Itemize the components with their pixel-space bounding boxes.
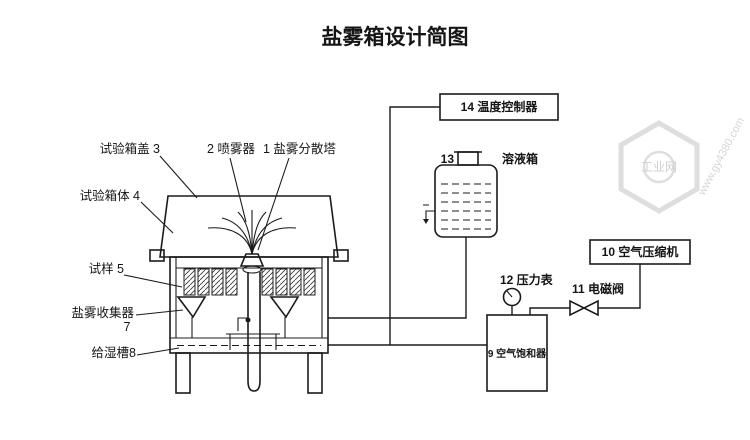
solution-tank-number: 13 bbox=[441, 152, 455, 166]
watermark-site-text: www.gy4380.com bbox=[696, 116, 748, 199]
sample-bar bbox=[303, 268, 316, 296]
sprayer-nozzle-cone bbox=[239, 253, 265, 267]
tower-stand bbox=[226, 333, 280, 350]
leader-tower bbox=[257, 157, 290, 251]
watermark-hexagon-icon bbox=[618, 120, 700, 214]
label-lid: 试验箱盖 3 bbox=[100, 141, 160, 156]
tank-tap-spout-icon bbox=[423, 219, 429, 224]
tower-u-tube bbox=[247, 353, 261, 392]
pressure-gauge-label: 12 压力表 bbox=[500, 272, 554, 287]
tank-liquid-lines bbox=[441, 183, 491, 230]
temperature-controller: 14 温度控制器 bbox=[439, 93, 559, 121]
leader-sprayer bbox=[229, 157, 247, 223]
leader-collector bbox=[135, 309, 184, 316]
sample-bar bbox=[197, 268, 210, 296]
leader-lid bbox=[159, 155, 198, 199]
solenoid-valve: 11 电磁阀 bbox=[569, 281, 624, 317]
chamber-lid bbox=[159, 195, 339, 258]
label-collector-number: 7 bbox=[124, 320, 131, 334]
sample-bar bbox=[289, 268, 302, 296]
air-saturator: 9 空气饱和器 bbox=[486, 314, 548, 392]
label-body: 试验箱体 4 bbox=[80, 188, 140, 203]
chamber-leg-left bbox=[175, 352, 191, 394]
sample-bar bbox=[275, 268, 288, 296]
air-compressor-label: 10 空气压缩机 bbox=[602, 244, 679, 259]
lid-clamp-right bbox=[333, 249, 349, 262]
tower-column bbox=[247, 272, 261, 353]
leader-trough bbox=[136, 347, 180, 356]
sample-bar bbox=[261, 268, 274, 296]
sample-bar bbox=[225, 268, 238, 296]
air-compressor: 10 空气压缩机 bbox=[589, 239, 691, 265]
piping-lines bbox=[328, 106, 641, 346]
salt-spray-collectors bbox=[176, 296, 300, 338]
solution-supply-line bbox=[328, 237, 467, 319]
chamber-inner-walls bbox=[175, 257, 323, 338]
pressure-gauge: 12 压力表 bbox=[500, 272, 554, 307]
leader-body bbox=[140, 201, 174, 234]
sprayer-nozzle-ring bbox=[242, 265, 262, 274]
chamber-body bbox=[169, 256, 329, 354]
label-sample: 试样 5 bbox=[89, 261, 124, 276]
solenoid-valve-label: 11 电磁阀 bbox=[572, 281, 624, 296]
solution-tank-label: 溶液箱 bbox=[502, 151, 538, 166]
collector-funnel-left bbox=[176, 296, 207, 319]
label-sprayer: 2 喷雾器 bbox=[207, 142, 255, 156]
temperature-controller-label: 14 温度控制器 bbox=[461, 99, 539, 114]
dispersion-tower bbox=[226, 253, 280, 392]
chamber-leg-right bbox=[307, 352, 323, 394]
gauge-needle-icon bbox=[506, 290, 513, 298]
label-collector: 盐雾收集器 bbox=[71, 305, 134, 320]
chamber-part-labels: 试验箱盖 3 2 喷雾器 1 盐雾分散塔 试验箱体 4 试样 5 盐雾收集器 7… bbox=[71, 141, 336, 360]
watermark-logo: 工业网 www.gy4380.com bbox=[618, 116, 748, 214]
spray-fan bbox=[207, 210, 297, 255]
label-humidifying-trough: 给湿槽8 bbox=[92, 345, 137, 360]
valve-bowtie-icon bbox=[569, 299, 599, 317]
salt-spray-chamber bbox=[149, 195, 349, 394]
sample-bars bbox=[183, 268, 316, 296]
air-saturator-label: 9 空气饱和器 bbox=[488, 347, 547, 360]
temp-controller-line bbox=[389, 106, 440, 345]
collector-funnel-right bbox=[269, 296, 300, 319]
sample-bar bbox=[183, 268, 196, 296]
tank-tap bbox=[423, 204, 435, 219]
compressed-air-line bbox=[529, 264, 641, 315]
watermark-circle-icon bbox=[642, 150, 676, 184]
solution-tank: 13 溶液箱 bbox=[423, 151, 538, 238]
page-title: 盐雾箱设计简图 bbox=[322, 25, 469, 49]
tower-side-tube bbox=[237, 317, 248, 331]
leader-sample bbox=[123, 274, 183, 288]
tank-neck bbox=[457, 151, 479, 166]
tower-joint-dot bbox=[245, 317, 251, 323]
leader-lines bbox=[123, 155, 290, 356]
sample-bar bbox=[211, 268, 224, 296]
label-dispersion-tower: 1 盐雾分散塔 bbox=[263, 141, 336, 156]
tank-body bbox=[434, 164, 498, 238]
watermark-logo-text: 工业网 bbox=[641, 160, 677, 174]
lid-clamp-left bbox=[149, 249, 165, 262]
